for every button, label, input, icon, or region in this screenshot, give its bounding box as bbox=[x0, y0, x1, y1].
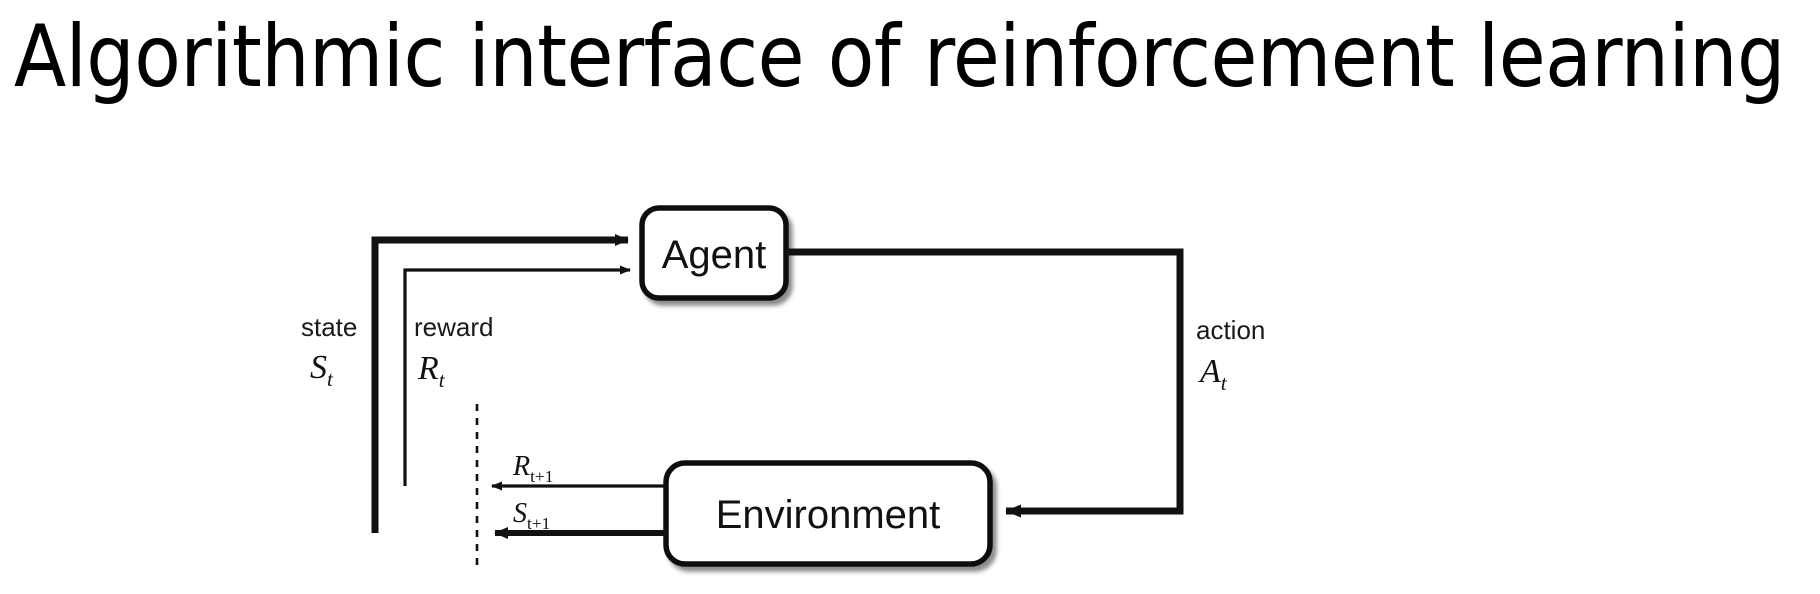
action-symbol: At bbox=[1198, 353, 1228, 395]
next-state-symbol: St+1 bbox=[513, 498, 550, 533]
edge-state-to-agent bbox=[371, 234, 629, 533]
node-agent[interactable]: Agent bbox=[639, 205, 789, 301]
page-title: Algorithmic interface of reinforcement l… bbox=[14, 7, 1785, 107]
node-environment[interactable]: Environment bbox=[663, 460, 993, 567]
state-symbol: St bbox=[310, 349, 334, 391]
edge-reward-to-agent bbox=[403, 265, 631, 486]
reward-symbol: Rt bbox=[417, 350, 446, 392]
agent-label: Agent bbox=[662, 233, 767, 277]
environment-box[interactable] bbox=[663, 460, 993, 567]
action-label: action bbox=[1196, 315, 1265, 345]
reward-label: reward bbox=[414, 312, 493, 342]
state-label: state bbox=[301, 312, 357, 342]
edge-action-to-environment bbox=[786, 248, 1184, 518]
next-reward-symbol: Rt+1 bbox=[512, 451, 553, 486]
environment-label: Environment bbox=[716, 493, 941, 537]
